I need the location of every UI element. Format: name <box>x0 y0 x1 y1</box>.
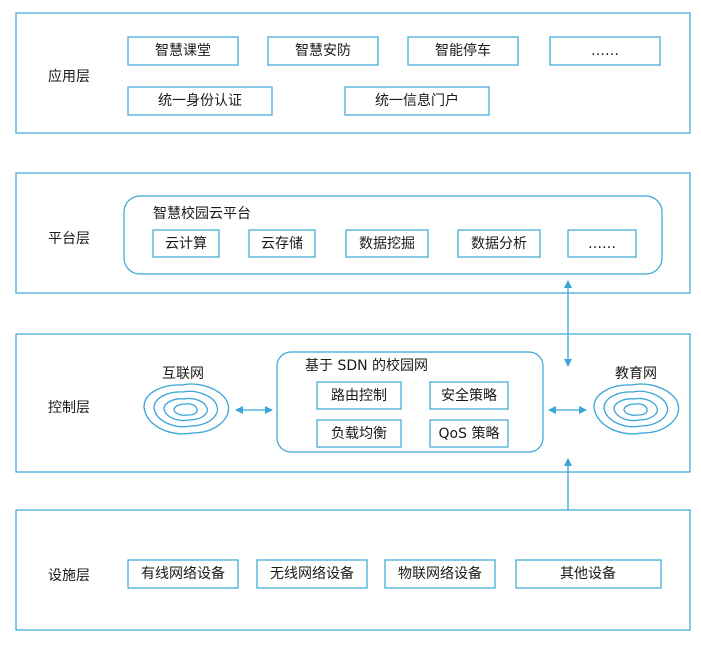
platform-item-label: 云计算 <box>165 236 207 252</box>
control-item-label: 安全策略 <box>441 387 497 404</box>
platform-layer-label: 平台层 <box>48 231 90 247</box>
platform-item-cloud-computing: 云计算 <box>152 229 220 258</box>
platform-item-ellipsis: …… <box>567 229 637 258</box>
app-item-label: …… <box>591 43 619 59</box>
platform-layer: 平台层 智慧校园云平台 云计算 云存储 数据挖掘 数据分析 …… <box>15 172 691 294</box>
education-network-label: 教育网 <box>615 366 657 382</box>
control-item-load-balancing: 负载均衡 <box>316 419 402 448</box>
platform-item-data-analysis: 数据分析 <box>457 229 541 258</box>
infra-item-other: 其他设备 <box>515 559 662 589</box>
infra-item-label: 无线网络设备 <box>270 565 354 582</box>
infra-item-wireless: 无线网络设备 <box>256 559 368 589</box>
app-item-smart-classroom: 智慧课堂 <box>127 36 239 66</box>
internet-label: 互联网 <box>162 366 204 382</box>
app-item-label: 智慧课堂 <box>155 43 211 59</box>
app-item-label: 统一信息门户 <box>375 92 459 109</box>
infra-item-label: 物联网络设备 <box>398 565 482 582</box>
control-item-routing: 路由控制 <box>316 381 402 410</box>
app-item-ellipsis: …… <box>549 36 661 66</box>
app-item-label: 智能停车 <box>435 42 491 59</box>
platform-item-label: 云存储 <box>261 236 303 252</box>
infrastructure-layer: 设施层 有线网络设备 无线网络设备 物联网络设备 其他设备 <box>15 509 691 631</box>
infra-item-wired: 有线网络设备 <box>127 559 239 589</box>
control-item-security-policy: 安全策略 <box>429 381 509 410</box>
infra-item-label: 有线网络设备 <box>141 565 225 582</box>
infrastructure-layer-label: 设施层 <box>48 568 90 584</box>
platform-item-label: 数据分析 <box>471 236 527 252</box>
cloud-icon <box>593 383 680 435</box>
sdn-group-title: 基于 SDN 的校园网 <box>305 357 428 374</box>
app-item-label: 统一身份认证 <box>158 93 242 109</box>
app-item-unified-portal: 统一信息门户 <box>344 86 490 116</box>
platform-item-data-mining: 数据挖掘 <box>345 229 429 258</box>
control-item-label: QoS 策略 <box>439 425 500 442</box>
app-item-smart-parking: 智能停车 <box>407 36 519 66</box>
app-item-label: 智慧安防 <box>295 43 351 59</box>
platform-item-label: …… <box>588 236 616 252</box>
cloud-icon <box>143 383 230 435</box>
app-item-unified-identity: 统一身份认证 <box>127 86 273 116</box>
control-layer-label: 控制层 <box>48 400 90 416</box>
control-item-qos-policy: QoS 策略 <box>429 419 509 448</box>
infra-item-label: 其他设备 <box>560 565 616 582</box>
control-layer: 控制层 互联网 基于 SDN 的校园网 路由控制 安全策略 负载均衡 QoS 策… <box>15 333 691 473</box>
application-layer-label: 应用层 <box>48 68 90 85</box>
platform-item-cloud-storage: 云存储 <box>248 229 316 258</box>
control-item-label: 负载均衡 <box>331 426 387 442</box>
cloud-platform-title: 智慧校园云平台 <box>153 205 251 222</box>
application-layer: 应用层 智慧课堂 智慧安防 智能停车 …… 统一身份认证 统一信息门户 <box>15 12 691 134</box>
infra-item-iot: 物联网络设备 <box>384 559 496 589</box>
app-item-smart-security: 智慧安防 <box>267 36 379 66</box>
control-item-label: 路由控制 <box>331 388 387 404</box>
platform-item-label: 数据挖掘 <box>359 236 415 252</box>
